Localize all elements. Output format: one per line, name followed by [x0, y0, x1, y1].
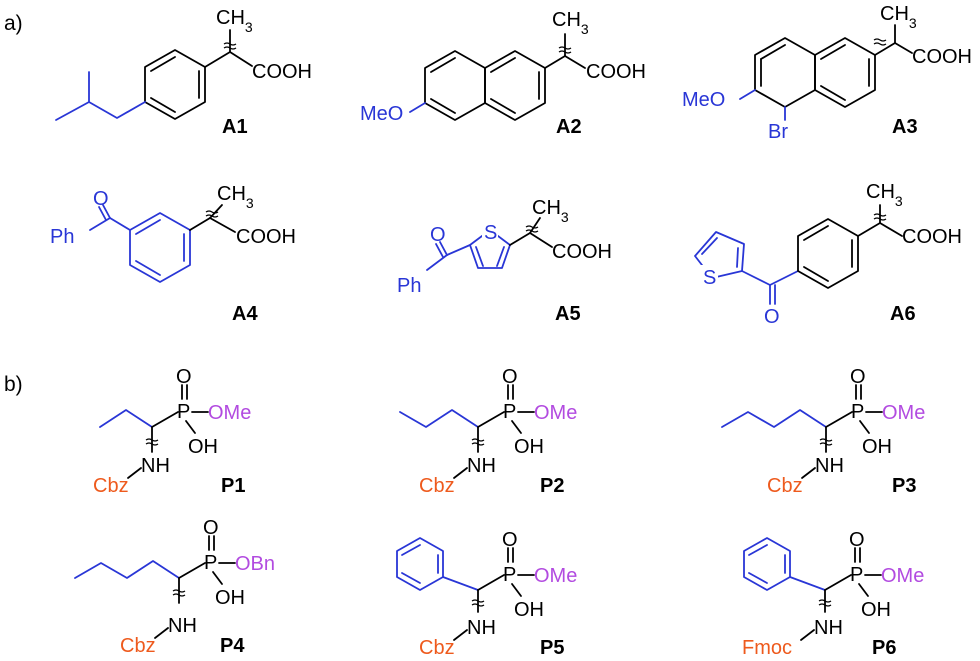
a2-naphthalene-ring-left: [424, 50, 486, 121]
a1-label: A1: [222, 116, 248, 138]
a5-phenyl: Ph: [397, 275, 421, 297]
p2-nh: NH: [467, 455, 496, 477]
a6-benzene-ring: [797, 218, 859, 289]
compound-a6: S O CH3 COOH A6: [694, 181, 962, 328]
p6-phosphoryl-o: O: [849, 529, 865, 551]
compound-p1: P O OMe OH NH Cbz P1: [93, 366, 251, 497]
p4-ester: OBn: [235, 553, 275, 575]
a6-carbonyl-o: O: [764, 306, 780, 328]
p4-nh: NH: [168, 615, 197, 637]
p1-hydroxyl: OH: [188, 436, 218, 458]
p2-phosphoryl-o: O: [502, 366, 518, 388]
p6-hydroxyl: OH: [861, 599, 891, 621]
compound-a2: MeO CH3 COOH A2: [360, 9, 646, 138]
a3-naphthalene-ring-right: [814, 37, 876, 108]
p5-label: P5: [540, 637, 564, 659]
p6-protecting-group: Fmoc: [742, 637, 792, 659]
p2-protecting-group: Cbz: [419, 475, 455, 497]
p4-butyl-chain: [74, 560, 180, 579]
compound-p5: P O OMe OH NH Cbz P5: [396, 529, 577, 659]
a2-methoxy: MeO: [360, 103, 403, 125]
a6-ch3: CH3: [866, 181, 903, 209]
p3-label: P3: [892, 475, 916, 497]
compound-p4: P O OBn OH NH Cbz P4: [74, 517, 275, 657]
p4-phosphoryl-o: O: [203, 517, 219, 539]
p4-phosphorus: P: [204, 552, 217, 574]
a3-bromo: Br: [768, 121, 788, 143]
a4-phenyl: Ph: [50, 226, 74, 248]
a5-cooh: COOH: [552, 241, 612, 263]
section-b-label: b): [4, 373, 23, 396]
p2-label: P2: [540, 475, 564, 497]
p4-hydroxyl: OH: [215, 587, 245, 609]
p6-ester: OMe: [881, 565, 924, 587]
section-a-label: a): [4, 12, 23, 35]
p1-protecting-group: Cbz: [93, 475, 129, 497]
p6-nh: NH: [814, 617, 843, 639]
p3-nh: NH: [815, 455, 844, 477]
compound-p3: P O OMe OH NH Cbz P3: [721, 366, 925, 497]
p5-hydroxyl: OH: [514, 599, 544, 621]
a2-label: A2: [556, 116, 582, 138]
p2-propyl-chain: [399, 409, 479, 428]
compound-a4: O Ph CH3 COOH A4: [50, 183, 296, 325]
a1-ch3: CH3: [216, 7, 253, 35]
a3-methoxy: MeO: [682, 89, 725, 111]
p4-label: P4: [220, 635, 245, 657]
a2-cooh: COOH: [586, 61, 646, 83]
p5-phosphoryl-o: O: [502, 529, 518, 551]
p3-hydroxyl: OH: [862, 436, 892, 458]
compound-a3: MeO Br CH3 COOH A3: [682, 3, 972, 143]
a3-label: A3: [892, 116, 918, 138]
p2-hydroxyl: OH: [514, 436, 544, 458]
a1-cooh: COOH: [252, 61, 312, 83]
a1-benzene-ring: [144, 49, 206, 120]
p2-phosphorus: P: [503, 401, 516, 423]
p3-ester: OMe: [882, 402, 925, 424]
a4-cooh: COOH: [236, 226, 296, 248]
p1-nh: NH: [141, 455, 170, 477]
p1-phosphorus: P: [177, 401, 190, 423]
p6-label: P6: [872, 637, 896, 659]
p2-ester: OMe: [534, 402, 577, 424]
a4-ch3: CH3: [217, 183, 254, 211]
a4-label: A4: [232, 303, 258, 325]
p5-ester: OMe: [534, 565, 577, 587]
p3-butyl-chain: [721, 409, 827, 428]
compound-p6: P O OMe OH NH Fmoc P6: [742, 529, 924, 659]
p5-protecting-group: Cbz: [419, 637, 455, 659]
compound-p2: P O OMe OH NH Cbz P2: [399, 366, 577, 497]
p3-phosphoryl-o: O: [850, 366, 866, 388]
a2-naphthalene-ring-right: [484, 50, 546, 121]
a1-isobutyl-chain: [88, 71, 146, 119]
a3-naphthalene-ring-left: [754, 37, 816, 108]
p5-nh: NH: [467, 617, 496, 639]
a5-sulfur: S: [484, 222, 497, 244]
p1-label: P1: [221, 475, 245, 497]
p1-phosphoryl-o: O: [176, 366, 192, 388]
p3-protecting-group: Cbz: [767, 475, 803, 497]
p1-ethyl-chain: [99, 409, 153, 428]
a6-cooh: COOH: [902, 226, 962, 248]
a3-cooh: COOH: [912, 46, 972, 68]
a3-ch3: CH3: [880, 3, 917, 31]
a2-ch3: CH3: [552, 9, 589, 37]
a1-wavy-bond: [223, 42, 237, 50]
p4-protecting-group: Cbz: [120, 635, 156, 657]
a4-carbonyl-o: O: [93, 188, 109, 210]
a6-sulfur: S: [703, 267, 716, 289]
p1-ester: OMe: [208, 402, 251, 424]
compound-a5: S O Ph CH3 COOH A5: [397, 197, 612, 325]
p5-phosphorus: P: [503, 564, 516, 586]
a4-benzene-ring: [129, 212, 191, 283]
p6-phosphorus: P: [850, 564, 863, 586]
p3-phosphorus: P: [851, 401, 864, 423]
compound-a1: CH3 COOH A1: [55, 7, 312, 138]
a5-label: A5: [555, 303, 581, 325]
a6-label: A6: [890, 303, 916, 325]
a5-carbonyl-o: O: [430, 224, 446, 246]
